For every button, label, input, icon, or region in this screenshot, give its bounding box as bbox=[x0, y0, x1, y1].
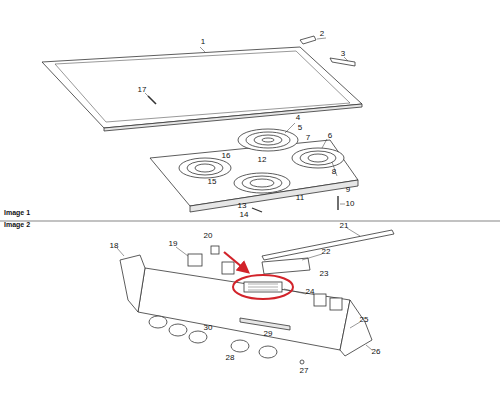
heating-element bbox=[292, 148, 344, 168]
callout-number: 27 bbox=[300, 367, 309, 375]
highlight-arrow bbox=[224, 252, 248, 272]
knob bbox=[149, 316, 277, 358]
bracket bbox=[330, 58, 355, 66]
control-panel bbox=[138, 268, 350, 350]
callout-number: 22 bbox=[322, 248, 331, 256]
callout-number: 10 bbox=[346, 200, 355, 208]
callout-number: 17 bbox=[138, 86, 147, 94]
end-cap bbox=[340, 300, 372, 356]
callout-number: 21 bbox=[340, 222, 349, 230]
callout-number: 4 bbox=[296, 114, 300, 122]
highlight-circle bbox=[233, 275, 293, 299]
callout-number: 29 bbox=[264, 330, 273, 338]
display-board bbox=[262, 258, 310, 274]
callout-number: 13 bbox=[238, 202, 247, 210]
switch bbox=[188, 254, 202, 266]
callout-number: 20 bbox=[204, 232, 213, 240]
callout-number: 30 bbox=[204, 324, 213, 332]
trim-strip bbox=[262, 230, 394, 260]
callout-number: 26 bbox=[372, 348, 381, 356]
glass-cooktop bbox=[42, 47, 362, 128]
callout-number: 16 bbox=[222, 152, 231, 160]
callout-number: 9 bbox=[346, 186, 350, 194]
callout-number: 19 bbox=[169, 240, 178, 248]
electronic-control bbox=[244, 282, 282, 292]
callout-number: 24 bbox=[306, 288, 315, 296]
image-heading: Image 2 bbox=[4, 221, 30, 228]
callout-number: 15 bbox=[208, 178, 217, 186]
callout-number: 23 bbox=[320, 270, 329, 278]
clip bbox=[300, 36, 316, 44]
callout-number: 8 bbox=[332, 168, 336, 176]
callout-number: 28 bbox=[226, 354, 235, 362]
callout-number: 7 bbox=[306, 134, 310, 142]
heating-element bbox=[238, 129, 298, 151]
end-cap bbox=[120, 255, 145, 312]
callout-number: 12 bbox=[258, 156, 267, 164]
callout-number: 11 bbox=[296, 194, 304, 202]
callout-number: 3 bbox=[341, 50, 345, 58]
callout-number: 14 bbox=[240, 211, 249, 219]
heating-element bbox=[234, 173, 290, 193]
callout-number: 25 bbox=[360, 316, 369, 324]
callout-number: 18 bbox=[110, 242, 119, 250]
callout-number: 1 bbox=[201, 38, 205, 46]
callout-number: 5 bbox=[298, 124, 302, 132]
callout-number: 2 bbox=[320, 30, 324, 38]
callout-number: 6 bbox=[328, 132, 332, 140]
image-heading: Image 1 bbox=[4, 209, 30, 216]
heating-element bbox=[179, 158, 231, 178]
